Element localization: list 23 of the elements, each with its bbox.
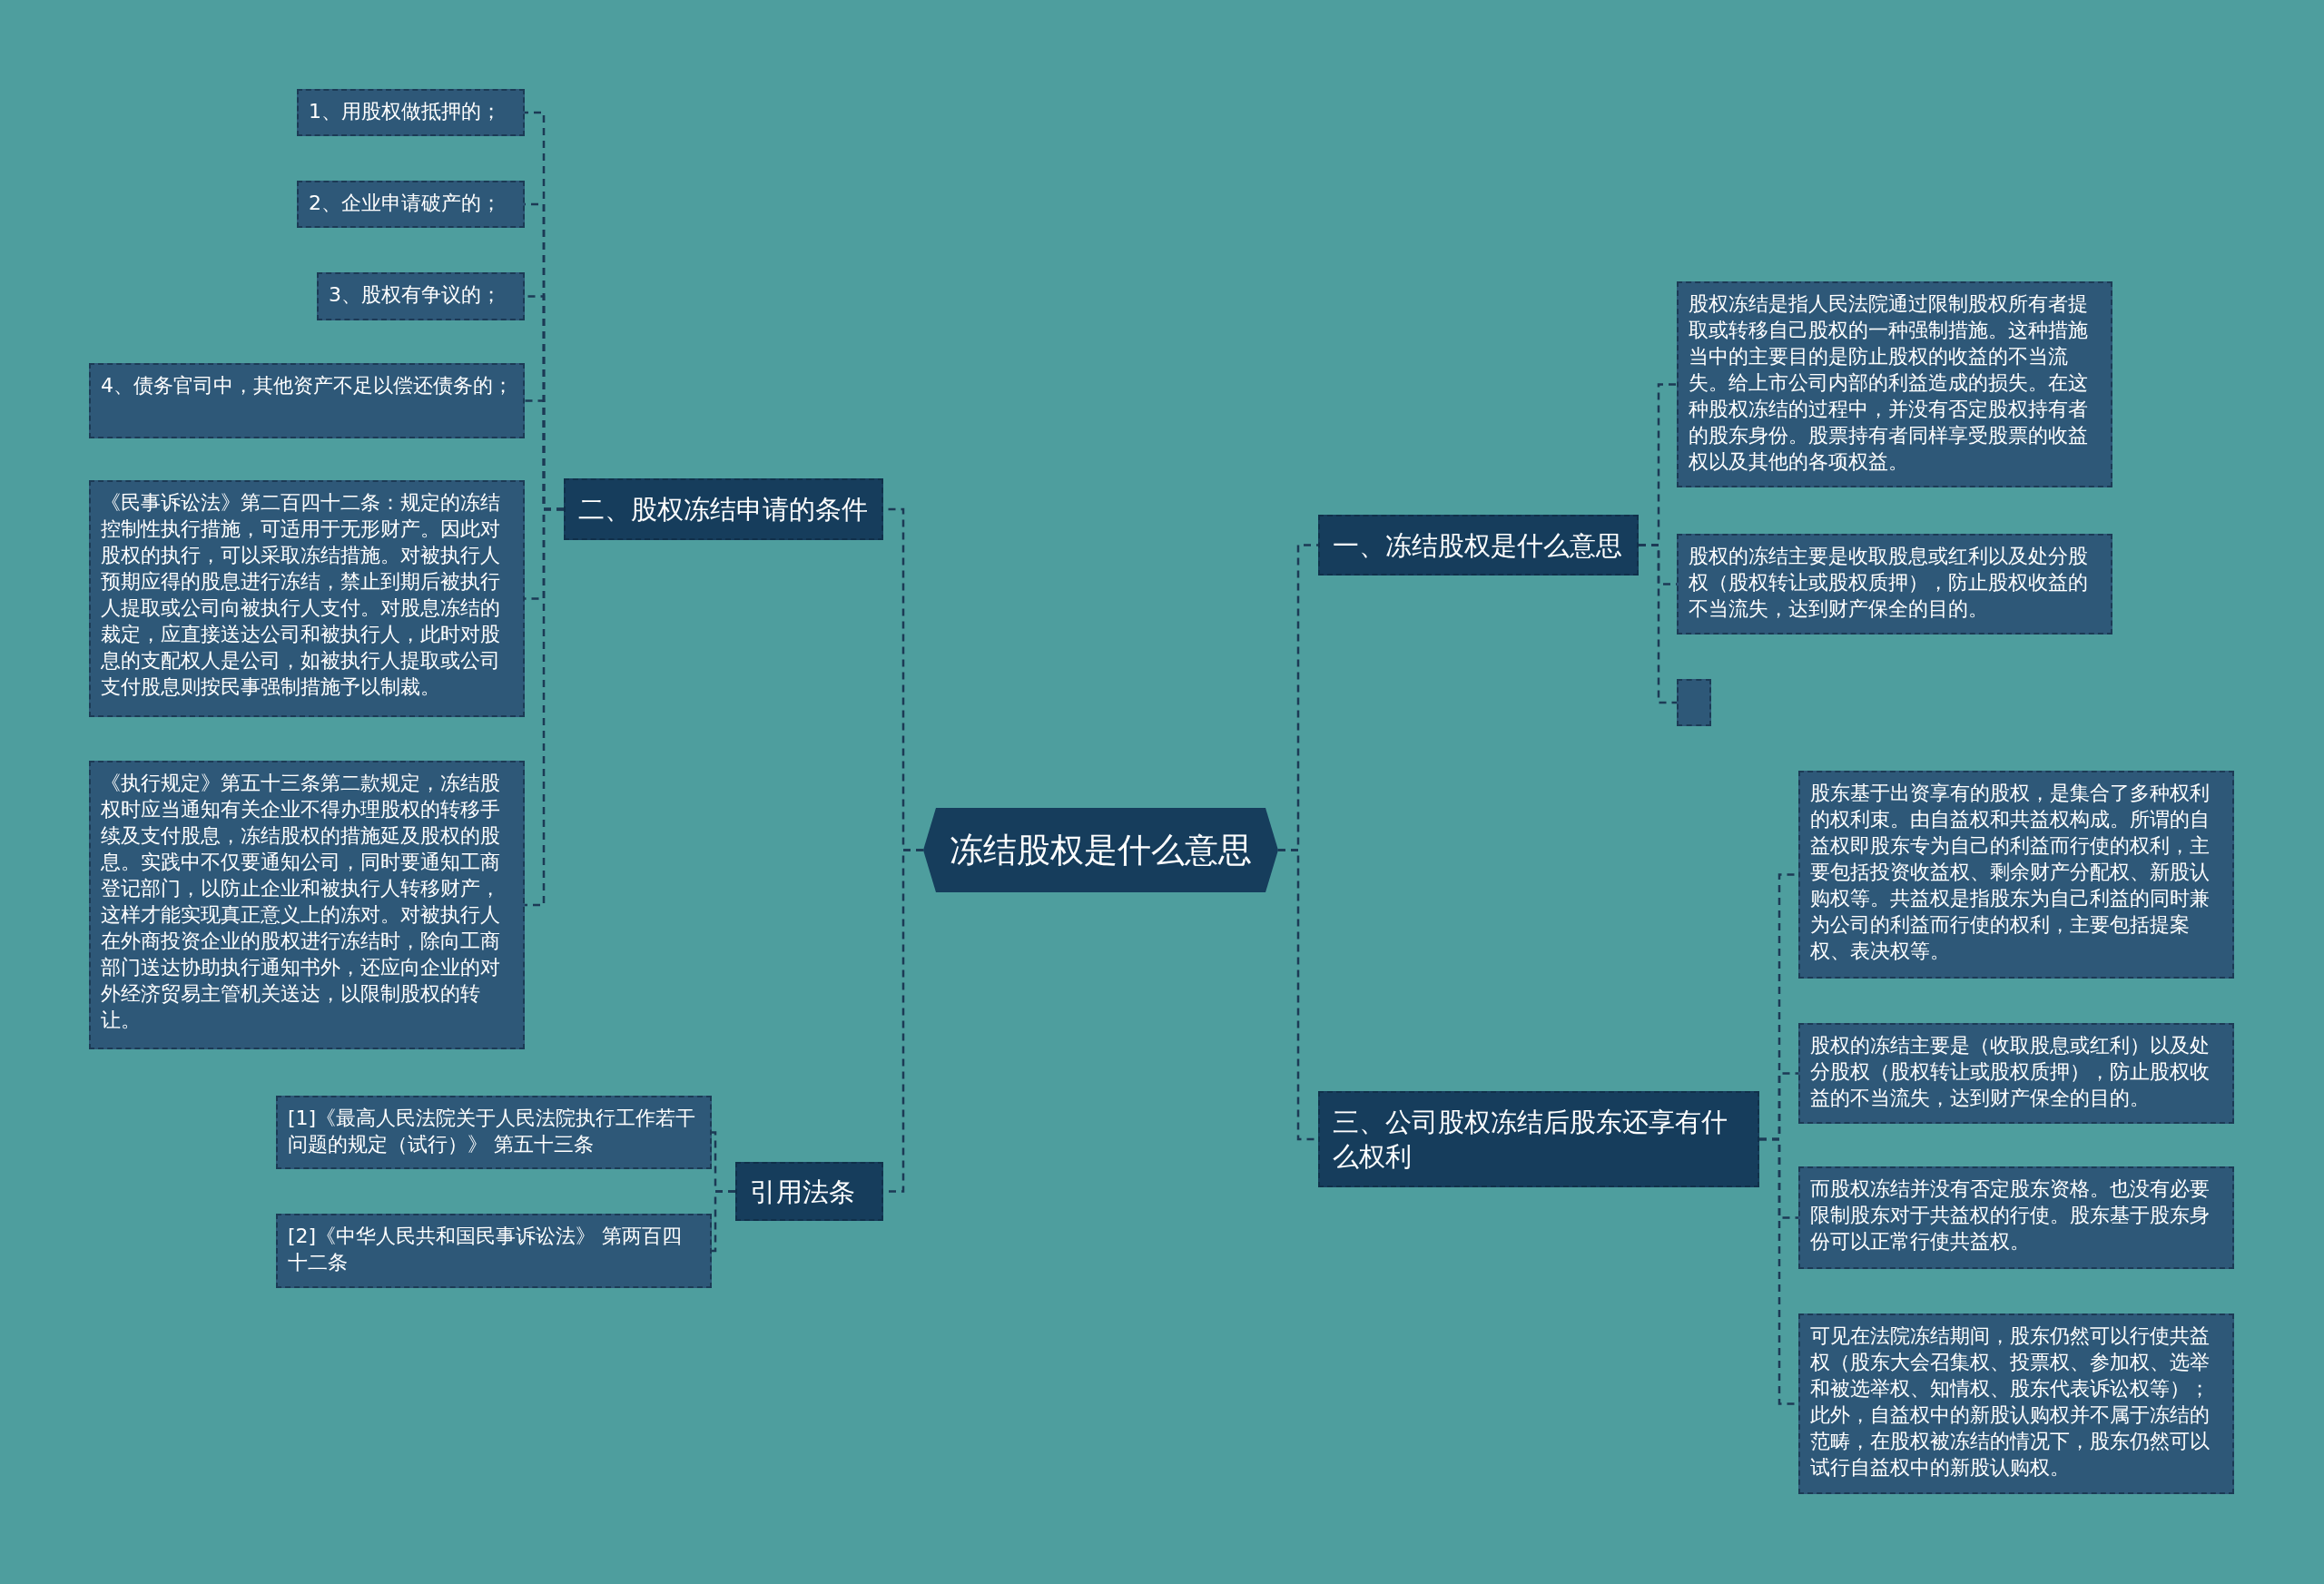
central-topic-hexagon: 冻结股权是什么意思 (923, 808, 1278, 892)
text-box: 4、债务官司中，其他资产不足以偿还债务的； (89, 363, 525, 438)
text-box: 而股权冻结并没有否定股东资格。也没有必要限制股东对于共益权的行使。股东基于股东身份可以正常行使共益权。 (1798, 1166, 2234, 1269)
topic-box: 一、冻结股权是什么意思 (1318, 515, 1639, 576)
text-box: 2、企业申请破产的； (297, 181, 525, 228)
topic-box: 二、股权冻结申请的条件 (564, 478, 883, 540)
connector-line (1639, 544, 1677, 704)
topic-box: 引用法条 (735, 1162, 883, 1221)
text-box: 《执行规定》第五十三条第二款规定，冻结股权时应当通知有关企业不得办理股权的转移手续及支付股息，冻结股权的措施延及股权的股息。实践中不仅要通知公司，同时要通知工商登记部门，以防止企业和被执行人转移财产，这样才能实现真正意义上的冻对。对被执行人在外商投资企业的股权进行冻结时，除向工商部门送达协助执行通知书外，还应向企业的对外经济贸易主管机关送达，以限制股权的转让。 (89, 761, 525, 1049)
text-box: 3、股权有争议的； (317, 272, 525, 320)
text-box: 《民事诉讼法》第二百四十二条：规定的冻结控制性执行措施，可适用于无形财产。因此对股权的执行，可以采取冻结措施。对被执行人预期应得的股息进行冻结，禁止到期后被执行人提取或公司向被执行人支付。对股息冻结的裁定，应直接送达公司和被执行人，此时对股息的支配权人是公司，如被执行人提取或公司支付股息则按民事强制措施予以制裁。 (89, 480, 525, 717)
connector-line (712, 1190, 735, 1253)
text-box: 1、用股权做抵押的； (297, 89, 525, 136)
text-box: 股东基于出资享有的股权，是集合了多种权利的权利束。由自益权和共益权构成。所谓的自益权即股东专为自己的利益而行使的权利，主要包括投资收益权、剩余财产分配权、新股认购权等。共益权是指股东为自己利益的同时兼为公司的利益而行使的权利，主要包括提案权、表决权等。 (1798, 771, 2234, 979)
connector-line (525, 507, 564, 907)
text-box: 股权的冻结主要是收取股息或红利以及处分股权（股权转让或股权质押），防止股权收益的不当流失，达到财产保全的目的。 (1677, 534, 2112, 635)
text-box: [1]《最高人民法院关于人民法院执行工作若干问题的规定（试行）》 第五十三条 (276, 1096, 712, 1169)
text-box: 股权的冻结主要是（收取股息或红利）以及处分股权（股权转让或股权质押），防止股权收益的不当流失，达到财产保全的目的。 (1798, 1023, 2234, 1124)
empty-box (1677, 679, 1711, 726)
text-box: 可见在法院冻结期间，股东仍然可以行使共益权（股东大会召集权、投票权、参加权、选举和被选举权、知情权、股东代表诉讼权等）；此外，自益权中的新股认购权并不属于冻结的范畴，在股权被冻结的情况下，股东仍然可以试行自益权中的新股认购权。 (1798, 1313, 2234, 1494)
text-box: [2]《中华人民共和国民事诉讼法》 第两百四十二条 (276, 1214, 712, 1288)
topic-box: 三、公司股权冻结后股东还享有什么权利 (1318, 1091, 1759, 1187)
text-box: 股权冻结是指人民法院通过限制股权所有者提取或转移自己股权的一种强制措施。这种措施当中的主要目的是防止股权的收益的不当流失。给上市公司内部的利益造成的损失。在这种股权冻结的过程中，并没有否定股权持有者的股东身份。股票持有者同样享受股票的收益权以及其他的各项权益。 (1677, 281, 2112, 487)
